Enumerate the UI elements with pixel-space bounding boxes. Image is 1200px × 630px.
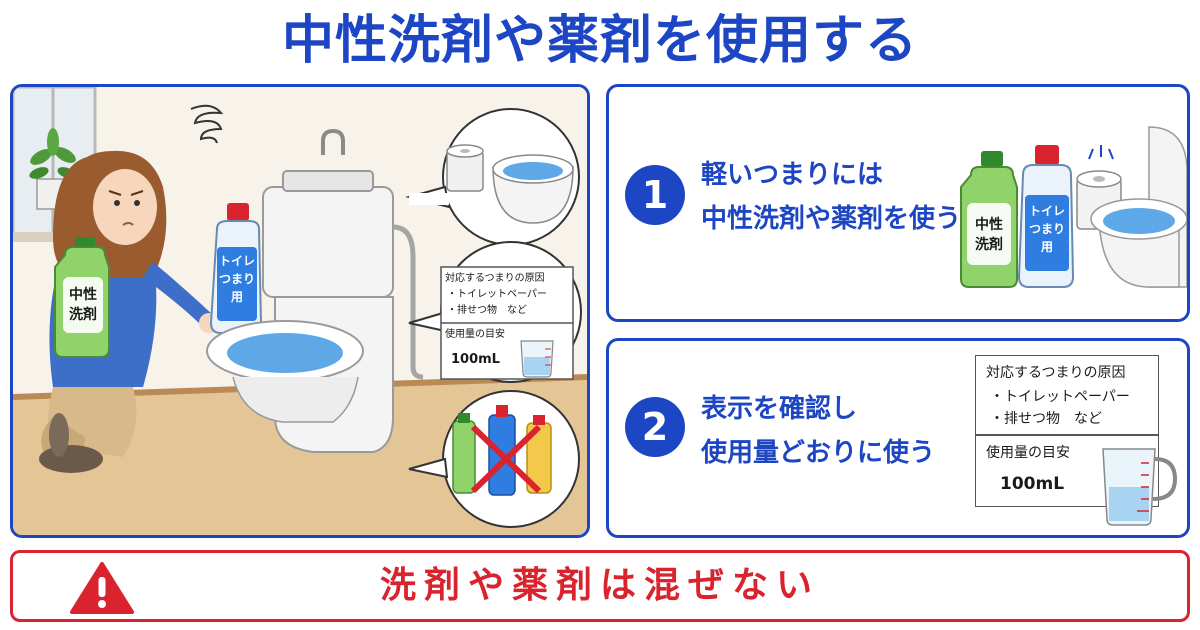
neutral-detergent-bottle-icon: 中性 洗剤	[960, 151, 1018, 288]
neutral-bottle-label-2: 洗剤	[69, 306, 97, 323]
info-item-2: ・排せつ物 など	[990, 411, 1102, 427]
bubble-info: 対応するつまりの原因 ・トイレットペーパー ・排せつ物 など 使用量の目安 10…	[408, 241, 582, 383]
neutral-bottle-label-1: 中性	[69, 286, 97, 303]
info-heading: 対応するつまりの原因	[986, 365, 1126, 381]
bubble-toilet-paper	[405, 108, 580, 246]
info-amount: 100mL	[1000, 474, 1065, 494]
scene-info-usage-label: 使用量の目安	[445, 327, 505, 340]
card-neutral-label-1: 中性	[975, 216, 1003, 233]
warning-text: 洗剤や薬剤は混ぜない	[379, 565, 820, 606]
pipe-bottle-label-2: つまり	[219, 272, 255, 286]
step-2-line-1: 表示を確認し	[701, 394, 858, 424]
bubble-no-mixing	[408, 390, 580, 528]
scene-panel: 中性 洗剤 トイレ つまり 用	[10, 84, 590, 538]
scene-info-heading: 対応するつまりの原因	[445, 271, 545, 284]
info-usage-label: 使用量の目安	[986, 445, 1070, 461]
scene-illustration: 中性 洗剤 トイレ つまり 用	[13, 87, 587, 535]
pipe-cleaner-bottle-icon: トイレ つまり 用	[209, 203, 263, 334]
pipe-bottle-label-1: トイレ	[219, 254, 255, 268]
measuring-cup-icon	[1102, 448, 1178, 526]
step-card-2: 2 表示を確認し 使用量どおりに使う 対応するつまりの原因 ・トイレットペーパー…	[606, 338, 1190, 538]
pipe-cleaner-bottle-icon: トイレ つまり 用	[1017, 145, 1075, 288]
step-number-badge: 2	[625, 397, 685, 457]
scene-info-amount: 100mL	[451, 352, 500, 367]
card-neutral-label-2: 洗剤	[975, 236, 1003, 253]
step-1-line-2: 中性洗剤や薬剤を使う	[701, 204, 962, 234]
step-1-line-1: 軽いつまりには	[701, 160, 884, 190]
step-2-text: 表示を確認し 使用量どおりに使う	[701, 387, 935, 475]
info-divider	[976, 434, 1158, 436]
step-number-badge: 1	[625, 165, 685, 225]
info-item-1: ・トイレットペーパー	[990, 389, 1130, 405]
step-1-text: 軽いつまりには 中性洗剤や薬剤を使う	[701, 153, 961, 241]
card-pipe-label-1: トイレ	[1029, 204, 1065, 218]
card-pipe-label-2: つまり	[1029, 222, 1065, 236]
step-2-line-2: 使用量どおりに使う	[701, 438, 936, 468]
step-card-1: 1 軽いつまりには 中性洗剤や薬剤を使う 中性 洗剤 トイレ つまり 用	[606, 84, 1190, 322]
card-pipe-label-3: 用	[1040, 240, 1053, 254]
pipe-bottle-label-3: 用	[230, 290, 243, 304]
toilet-bowl-icon	[1090, 126, 1187, 288]
toilet-illustration	[206, 128, 424, 453]
step-1-illustration: 中性 洗剤 トイレ つまり 用	[960, 126, 1187, 288]
neutral-detergent-bottle-icon: 中性 洗剤	[54, 237, 110, 358]
page-title: 中性洗剤や薬剤を使用する	[281, 11, 918, 71]
warning-banner: 洗剤や薬剤は混ぜない	[10, 550, 1190, 622]
scene-info-item-1: ・トイレットペーパー	[447, 288, 547, 300]
warning-triangle-icon	[70, 562, 134, 614]
scene-info-item-2: ・排せつ物 など	[447, 303, 527, 316]
